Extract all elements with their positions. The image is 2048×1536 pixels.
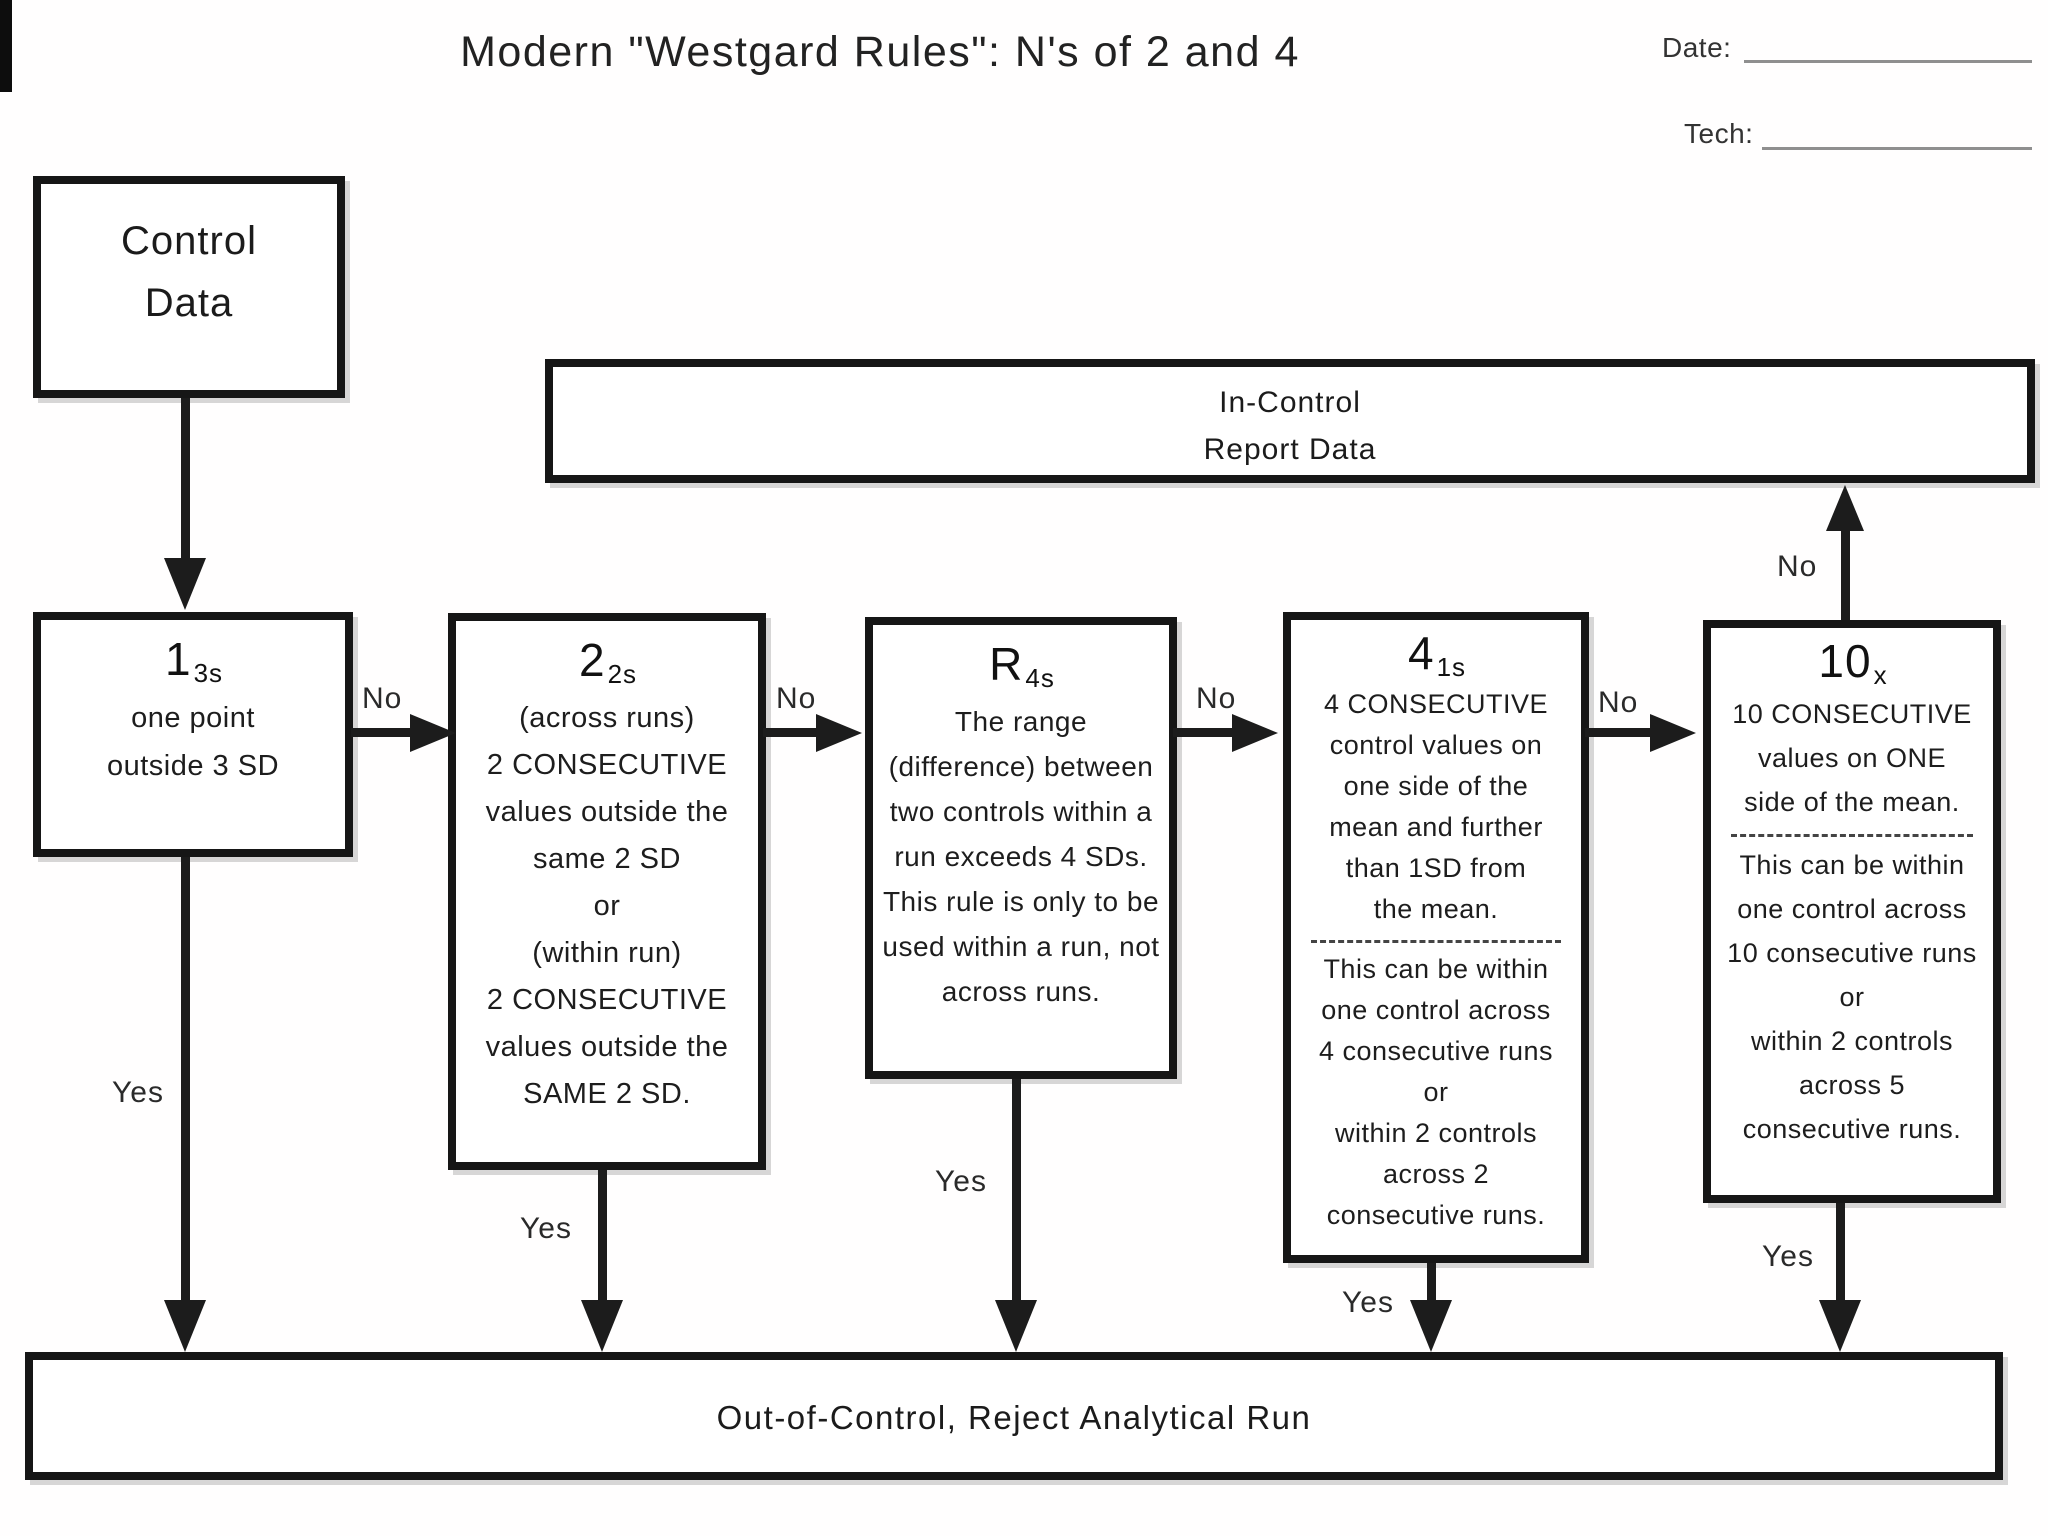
rule-4-symbol: 41s [1291, 626, 1581, 682]
rule-4-footer: This can be within one control across 4 co… [1291, 949, 1581, 1236]
rule-box-10-x: 10x 10 CONSECUTIVE values on ONE side of t… [1703, 620, 2001, 1203]
yes-label-5: Yes [1762, 1240, 1814, 1273]
page-title: Modern "Westgard Rules": N's of 2 and 4 [460, 28, 1300, 76]
rule-5-body: 10 CONSECUTIVE values on ONE side of the m… [1711, 692, 1993, 824]
out-of-control-bar: Out-of-Control, Reject Analytical Run [25, 1352, 2003, 1480]
text-line: across 5 [1798, 1070, 1906, 1100]
text-line: the mean. [1373, 894, 1499, 924]
text-line: control values on [1329, 730, 1543, 760]
text-line: 4 consecutive runs [1318, 1036, 1554, 1066]
rule-5-footer: This can be within one control across 10 c… [1711, 843, 1993, 1151]
rule-5-symbol-main: 10 [1818, 635, 1872, 687]
text-line: two controls within a [889, 796, 1153, 827]
rule-5-symbol: 10x [1711, 634, 1993, 690]
text-line: 10 CONSECUTIVE [1732, 699, 1972, 729]
rule-5-divider [1730, 834, 1974, 837]
rule-2-symbol-subscript: 2s [607, 659, 638, 689]
no-label-3: No [1196, 682, 1237, 715]
rule-box-1-3s: 13s one point outside 3 SD [33, 612, 353, 857]
rule-3-symbol: R4s [873, 637, 1169, 693]
text-line: values on ONE [1757, 743, 1947, 773]
no-label-5: No [1777, 550, 1818, 583]
control-data-line2: Data [144, 281, 234, 325]
text-line: within 2 controls [1334, 1118, 1538, 1148]
in-control-line2: Report Data [1203, 433, 1377, 466]
text-line: run exceeds 4 SDs. [894, 841, 1148, 872]
text-line: across runs. [941, 976, 1101, 1007]
rule-3-symbol-main: R [989, 638, 1024, 690]
text-line: side of the mean. [1744, 787, 1960, 817]
control-data-line1: Control [121, 219, 257, 263]
text-line: 2 CONSECUTIVE [486, 984, 728, 1016]
rule-box-r-4s: R4s The range (difference) between two con… [865, 617, 1177, 1079]
text-line: (within run) [532, 937, 682, 969]
text-line: consecutive runs. [1742, 1114, 1962, 1144]
rule-2-symbol-main: 2 [578, 634, 606, 686]
rule-4-symbol-main: 4 [1407, 627, 1435, 679]
yes-label-2: Yes [520, 1212, 572, 1245]
text-line: than 1SD from [1345, 853, 1527, 883]
out-of-control-label: Out-of-Control, Reject Analytical Run [716, 1399, 1312, 1436]
in-control-line1: In-Control [1219, 386, 1361, 419]
text-line: This rule is only to be [882, 886, 1160, 917]
scan-artifact [0, 0, 12, 92]
rule-4-divider [1311, 940, 1561, 943]
no-label-1: No [362, 682, 403, 715]
text-line: (across runs) [519, 702, 695, 734]
text-line: This can be within [1323, 954, 1549, 984]
text-line: The range [954, 706, 1088, 737]
text-line: same 2 SD [533, 843, 681, 875]
tech-label: Tech: [1684, 118, 1754, 149]
rule-4-body: 4 CONSECUTIVE control values on one side o… [1291, 684, 1581, 930]
text-line: one side of the [1343, 771, 1529, 801]
text-line: 4 CONSECUTIVE [1323, 689, 1549, 719]
text-line: one control across [1737, 894, 1967, 924]
rule-2-body: (across runs) 2 CONSECUTIVE values outside… [456, 695, 758, 1118]
text-line: one control across [1321, 995, 1551, 1025]
control-data-box: Control Data [33, 176, 345, 398]
rule-1-body: one point outside 3 SD [41, 694, 345, 790]
date-blank-line [1744, 60, 2032, 63]
rule-3-symbol-subscript: 4s [1025, 663, 1055, 693]
text-line: SAME 2 SD. [523, 1078, 691, 1110]
yes-label-3: Yes [935, 1165, 987, 1198]
text-line: 10 consecutive runs [1727, 938, 1977, 968]
text-line: used within a run, not [882, 931, 1160, 962]
no-label-4: No [1598, 686, 1639, 719]
text-line: across 2 [1382, 1159, 1490, 1189]
rule-1-symbol-subscript: 3s [193, 658, 224, 688]
text-line: values outside the [485, 1031, 729, 1063]
text-line: or [593, 890, 621, 922]
text-line: (difference) between [888, 751, 1154, 782]
text-line: consecutive runs. [1326, 1200, 1546, 1230]
text-line: one point [131, 702, 255, 734]
text-line: mean and further [1329, 812, 1543, 842]
rule-5-symbol-subscript: x [1873, 660, 1888, 690]
rule-3-body: The range (difference) between two control… [873, 699, 1169, 1014]
rule-box-2-2s: 22s (across runs) 2 CONSECUTIVE values out… [448, 613, 766, 1170]
text-line: outside 3 SD [106, 750, 280, 782]
text-line: This can be within [1739, 850, 1965, 880]
rule-2-symbol: 22s [456, 633, 758, 689]
no-label-2: No [776, 682, 817, 715]
in-control-report-bar: In-Control Report Data [545, 359, 2035, 483]
text-line: within 2 controls [1750, 1026, 1954, 1056]
text-line: or [1423, 1077, 1449, 1107]
rule-1-symbol: 13s [41, 632, 345, 688]
yes-label-4: Yes [1342, 1286, 1394, 1319]
text-line: or [1839, 982, 1865, 1012]
tech-blank-line [1762, 147, 2032, 150]
text-line: 2 CONSECUTIVE [486, 749, 728, 781]
rule-1-symbol-main: 1 [164, 633, 192, 685]
yes-label-1: Yes [112, 1076, 164, 1109]
rule-4-symbol-subscript: 1s [1436, 652, 1467, 682]
text-line: values outside the [485, 796, 729, 828]
rule-box-4-1s: 41s 4 CONSECUTIVE control values on one si… [1283, 612, 1589, 1263]
date-label: Date: [1662, 32, 1732, 63]
